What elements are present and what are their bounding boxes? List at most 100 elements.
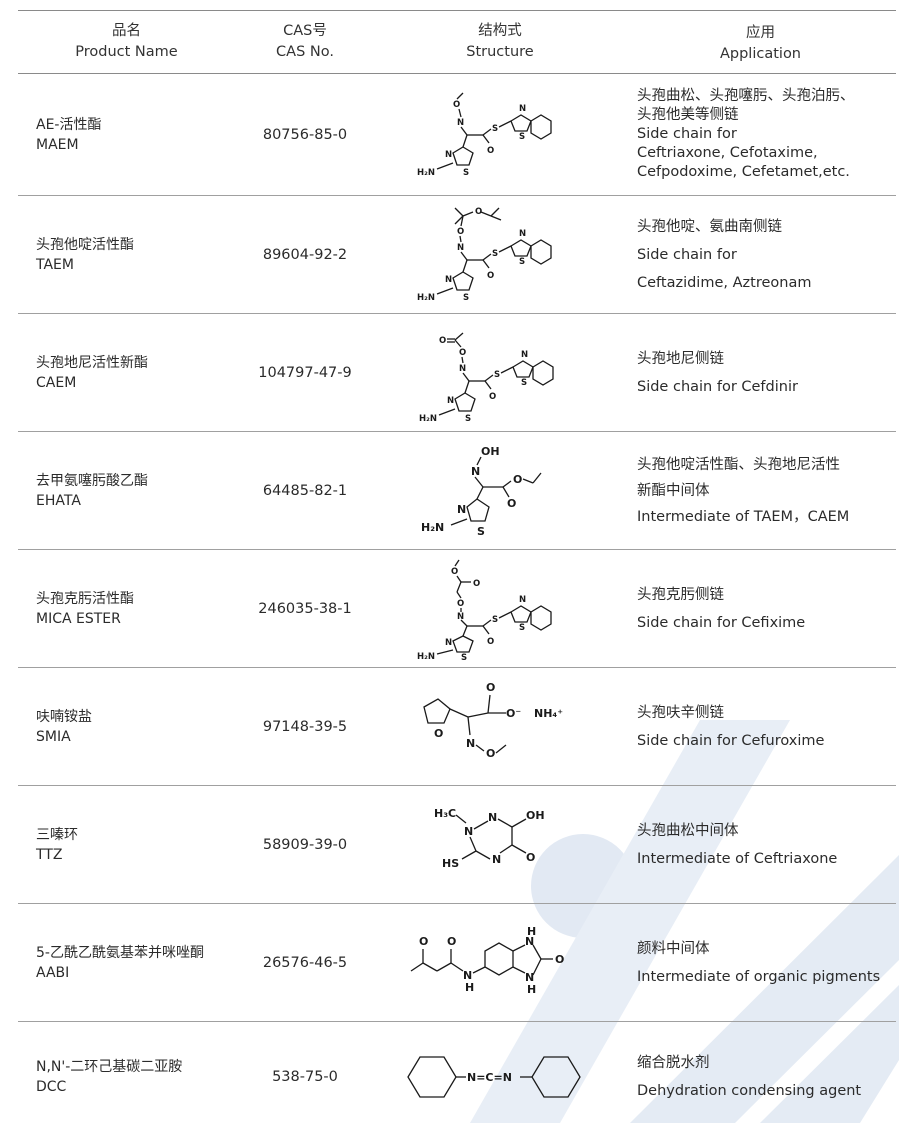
svg-text:H₂N: H₂N [419,414,437,424]
svg-text:N: N [457,503,466,516]
cas-number: 26576-46-5 [262,954,348,971]
table-row: 三嗪环 TTZ 58909-39-0 H₃C N N OH O N HS 头孢曲… [18,786,896,904]
table-header: 品名 Product Name CAS号 CAS No. 结构式 Structu… [18,10,896,74]
table-row: N,N'-二环己基碳二亚胺 DCC 538-75-0 N=C=N 缩合脱水剂 D… [18,1022,896,1132]
product-table: 品名 Product Name CAS号 CAS No. 结构式 Structu… [18,10,896,1132]
svg-text:N=C=N: N=C=N [467,1071,512,1084]
application: 头孢呋辛侧链 Side chain for Cefuroxime [637,704,825,749]
structure-cell: O O O⁻ NH₄⁺ N O [375,677,625,777]
svg-text:N: N [445,150,452,160]
svg-text:N: N [445,275,452,285]
svg-text:N: N [457,118,464,128]
svg-text:O: O [447,935,456,948]
product-name: 呋喃铵盐 SMIA [36,708,92,745]
cas-number: 104797-47-9 [258,364,352,381]
svg-text:S: S [463,293,469,303]
application: 头孢克肟侧链 Side chain for Cefixime [637,586,806,631]
structure-ehata: OH N O O NS H₂N [421,445,542,538]
svg-text:O: O [526,851,535,864]
product-name: AE-活性酯 MAEM [36,116,102,153]
svg-text:S: S [492,124,498,134]
structure-smia: O O O⁻ NH₄⁺ N O [423,681,563,760]
svg-text:H₂N: H₂N [417,293,435,303]
svg-text:O: O [473,579,480,589]
table-row: 5-乙酰乙酰氨基苯并咪唑酮 AABI 26576-46-5 O O N H N … [18,904,896,1022]
svg-text:N: N [519,595,526,605]
svg-text:S: S [463,168,469,178]
svg-text:N: N [464,825,473,838]
svg-text:H₂N: H₂N [421,521,444,534]
svg-text:H₂N: H₂N [417,168,435,178]
product-name: 头孢地尼活性新酯 CAEM [36,354,148,391]
header-application: 应用 Application [719,25,802,62]
svg-text:O: O [486,681,495,694]
svg-text:N: N [445,638,452,648]
svg-text:S: S [461,653,467,663]
cas-number: 97148-39-5 [262,718,348,735]
svg-text:N: N [471,465,480,478]
structure-mica-ester: O O O N O S NS NS H₂N [417,559,552,663]
svg-text:O: O [434,727,443,740]
product-name: 头孢他啶活性酯 TAEM [36,236,134,273]
svg-text:NH₄⁺: NH₄⁺ [534,707,563,720]
cas-number: 538-75-0 [272,1069,338,1085]
svg-text:H: H [527,925,536,938]
svg-text:O: O [457,227,464,237]
svg-text:N: N [447,396,454,406]
header-product-name: 品名 Product Name [75,23,178,60]
svg-text:N: N [463,969,472,982]
svg-text:O⁻: O⁻ [506,707,521,720]
application: 颜料中间体 Intermediate of organic pigments [637,940,881,985]
svg-text:O: O [513,473,522,486]
cas-number: 58909-39-0 [262,836,348,853]
structure-ttz: H₃C N N OH O N HS [434,807,545,870]
structure-aabi: O O N H N H N H O [410,925,564,996]
product-name: 三嗪环 TTZ [36,826,78,863]
svg-text:N: N [519,104,526,114]
cas-number: 246035-38-1 [258,600,352,617]
svg-text:O: O [487,637,494,647]
svg-text:O: O [453,100,460,110]
structure-cell: N=C=N [375,1042,625,1112]
svg-text:N: N [457,612,464,622]
svg-text:O: O [486,747,495,760]
svg-text:S: S [477,525,485,538]
svg-text:S: S [492,615,498,625]
svg-text:O: O [457,599,464,609]
svg-text:O: O [487,271,494,281]
product-name: 5-乙酰乙酰氨基苯并咪唑酮 AABI [36,944,204,981]
application: 头孢曲松、头孢噻肟、头孢泊肟、 头孢他美等侧链 Side chain for C… [637,88,855,180]
application: 头孢地尼侧链 Side chain for Cefdinir [637,350,798,395]
svg-text:S: S [519,623,525,633]
svg-text:N: N [521,350,528,360]
structure-taem: O O N O S NS NS H₂N [417,207,552,303]
svg-text:H: H [465,981,474,994]
svg-text:O: O [419,935,428,948]
product-name: N,N'-二环己基碳二亚胺 DCC [36,1059,183,1095]
cas-number: 64485-82-1 [262,482,348,499]
svg-text:H₂N: H₂N [417,652,435,662]
svg-text:S: S [492,249,498,259]
svg-text:O: O [459,348,466,358]
product-name: 去甲氨噻肟酸乙酯 EHATA [36,472,148,509]
svg-text:N: N [466,737,475,750]
svg-text:H₃C: H₃C [434,807,456,820]
svg-text:S: S [519,257,525,267]
svg-text:N: N [457,243,464,253]
svg-text:O: O [555,953,564,966]
svg-text:O: O [451,567,458,577]
svg-text:O: O [487,146,494,156]
svg-text:S: S [519,132,525,142]
svg-text:N: N [519,229,526,239]
svg-text:S: S [465,414,471,424]
svg-text:OH: OH [481,445,500,458]
application: 头孢他啶活性酯、头孢地尼活性 新酯中间体 Intermediate of TAE… [637,456,850,525]
product-name: 头孢克肟活性酯 MICA ESTER [36,590,134,627]
